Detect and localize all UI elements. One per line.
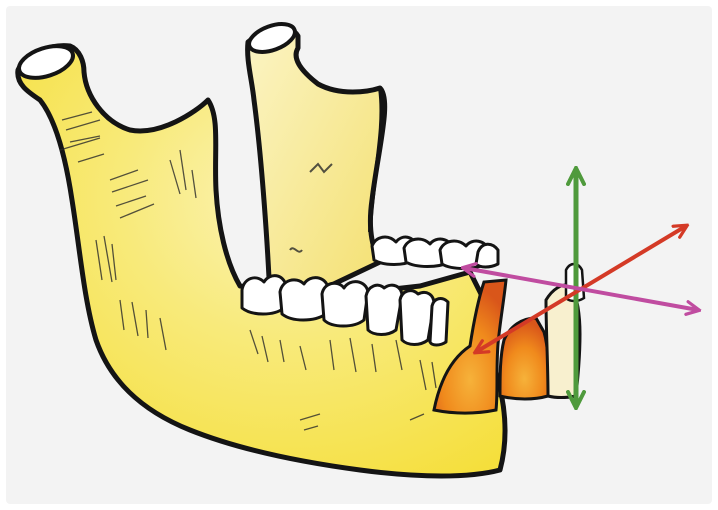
- upper-teeth: [372, 237, 498, 268]
